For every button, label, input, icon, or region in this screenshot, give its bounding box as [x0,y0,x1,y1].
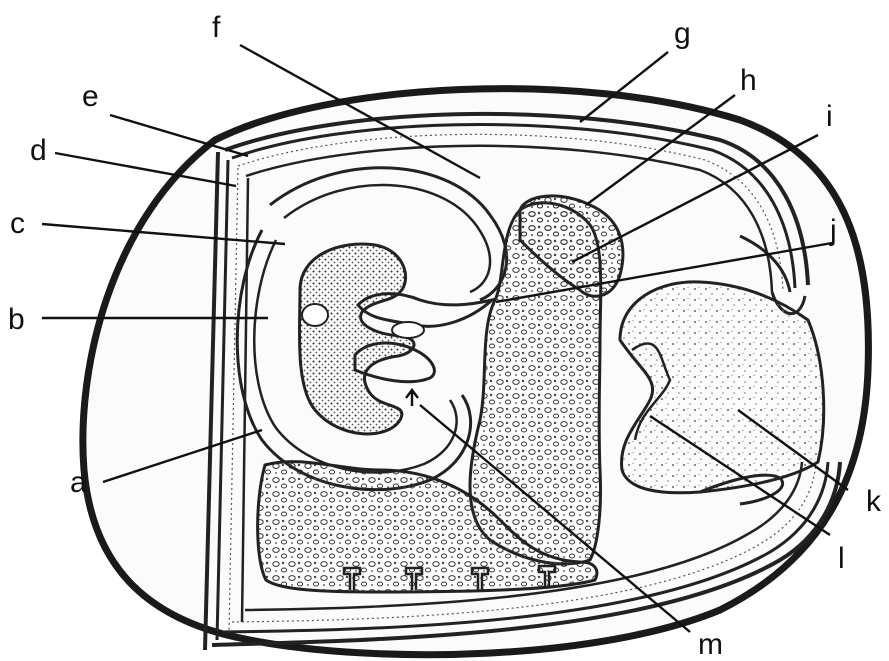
label-h: h [740,64,757,97]
label-g: g [674,17,691,50]
notochord [392,322,424,338]
label-c: c [10,207,25,240]
head-nucleus [302,304,328,326]
label-j: j [829,214,837,247]
label-e: e [82,80,99,113]
label-d: d [30,134,47,167]
label-b: b [8,303,25,336]
label-f: f [212,11,221,44]
label-l: l [838,542,845,575]
label-a: a [70,466,87,499]
label-k: k [866,485,882,518]
label-i: i [826,100,833,133]
label-m: m [698,628,723,661]
